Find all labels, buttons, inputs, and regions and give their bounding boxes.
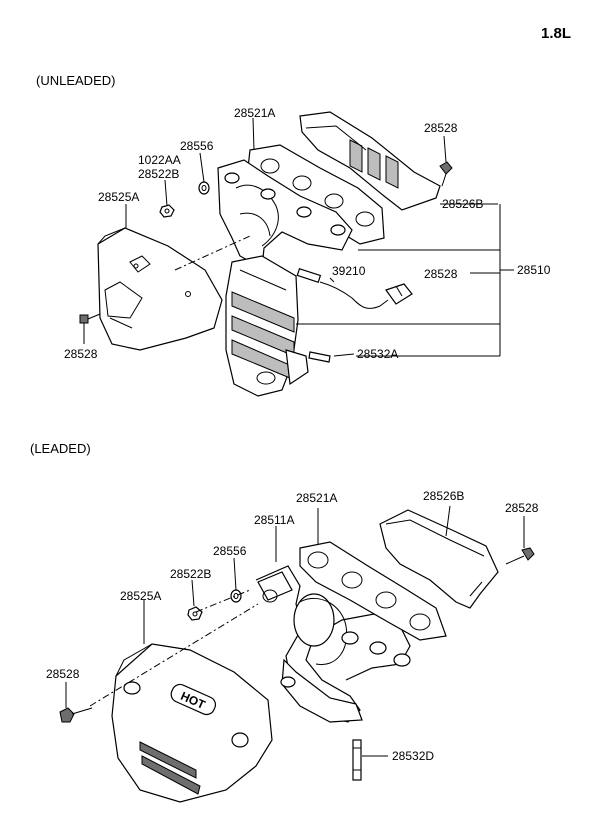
leader-28521A	[252, 117, 255, 151]
bracket-28510	[296, 204, 514, 357]
leader-28528-top	[443, 135, 447, 163]
label-28528-right-leaded: 28528	[505, 501, 539, 515]
leaded-title: (LEADED)	[30, 441, 91, 456]
label-28528-mid: 28528	[424, 267, 458, 281]
label-28532A: 28532A	[357, 347, 398, 361]
heat-shield-28525A	[97, 227, 223, 351]
assembly-line-leaded-1	[89, 603, 259, 707]
label-28528-left: 28528	[64, 347, 98, 361]
leader-28532A	[333, 353, 355, 357]
label-28556-leaded: 28556	[213, 544, 247, 558]
assembly-line	[174, 235, 251, 271]
leader-39210	[329, 277, 335, 283]
label-28522B: 28522B	[138, 167, 179, 181]
bolt-28528-right-leaded	[505, 547, 535, 565]
manifold-28511A	[255, 565, 411, 723]
label-28522B-leaded: 28522B	[170, 567, 211, 581]
label-28521A: 28521A	[234, 106, 275, 120]
label-28526B-leaded: 28526B	[423, 489, 464, 503]
label-28511A-leaded: 28511A	[254, 513, 294, 527]
label-28528-top: 28528	[424, 121, 458, 135]
leaded-section: (LEADED) HOT	[30, 441, 539, 803]
label-28521A-leaded: 28521A	[296, 491, 337, 505]
leader-28522B-leaded	[191, 579, 195, 607]
label-28525A: 28525A	[98, 190, 139, 204]
gasket-28521A-leaded	[299, 541, 447, 641]
label-28528-left-leaded: 28528	[46, 667, 80, 681]
leader-28556	[199, 152, 205, 183]
stud-28532D	[352, 739, 362, 781]
bolt-28528-top	[439, 161, 453, 187]
stud-28532A	[308, 351, 331, 363]
label-28525A-leaded: 28525A	[120, 589, 161, 603]
label-28510: 28510	[517, 263, 551, 277]
manifold-converter-28510	[217, 159, 353, 397]
upper-shield-28526B-leaded	[379, 509, 499, 609]
unleaded-section: (UNLEADED)	[36, 73, 551, 397]
leader-28526B-leaded	[445, 505, 451, 537]
washer-28556-leaded	[230, 589, 242, 603]
nut-28522B	[159, 204, 175, 218]
bolt-28528-left-leaded	[59, 707, 93, 723]
label-1022AA: 1022AA	[138, 153, 181, 167]
label-28556: 28556	[180, 139, 214, 153]
engine-label: 1.8L	[541, 25, 571, 42]
nut-28522B-leaded	[187, 606, 203, 621]
heat-shield-28525A-leaded: HOT	[111, 643, 273, 803]
label-28526B: 28526B	[442, 197, 483, 211]
leader-28556-leaded	[233, 557, 237, 591]
unleaded-title: (UNLEADED)	[36, 73, 115, 88]
oxygen-sensor-39210	[296, 267, 413, 309]
leader-28522B	[164, 179, 168, 207]
upper-shield-28526B	[299, 111, 441, 211]
bolt-28528-left	[79, 313, 101, 324]
washer-28556	[198, 181, 210, 195]
assembly-line-leaded-2	[195, 589, 251, 613]
label-28532D: 28532D	[392, 749, 434, 763]
label-39210: 39210	[332, 264, 366, 278]
